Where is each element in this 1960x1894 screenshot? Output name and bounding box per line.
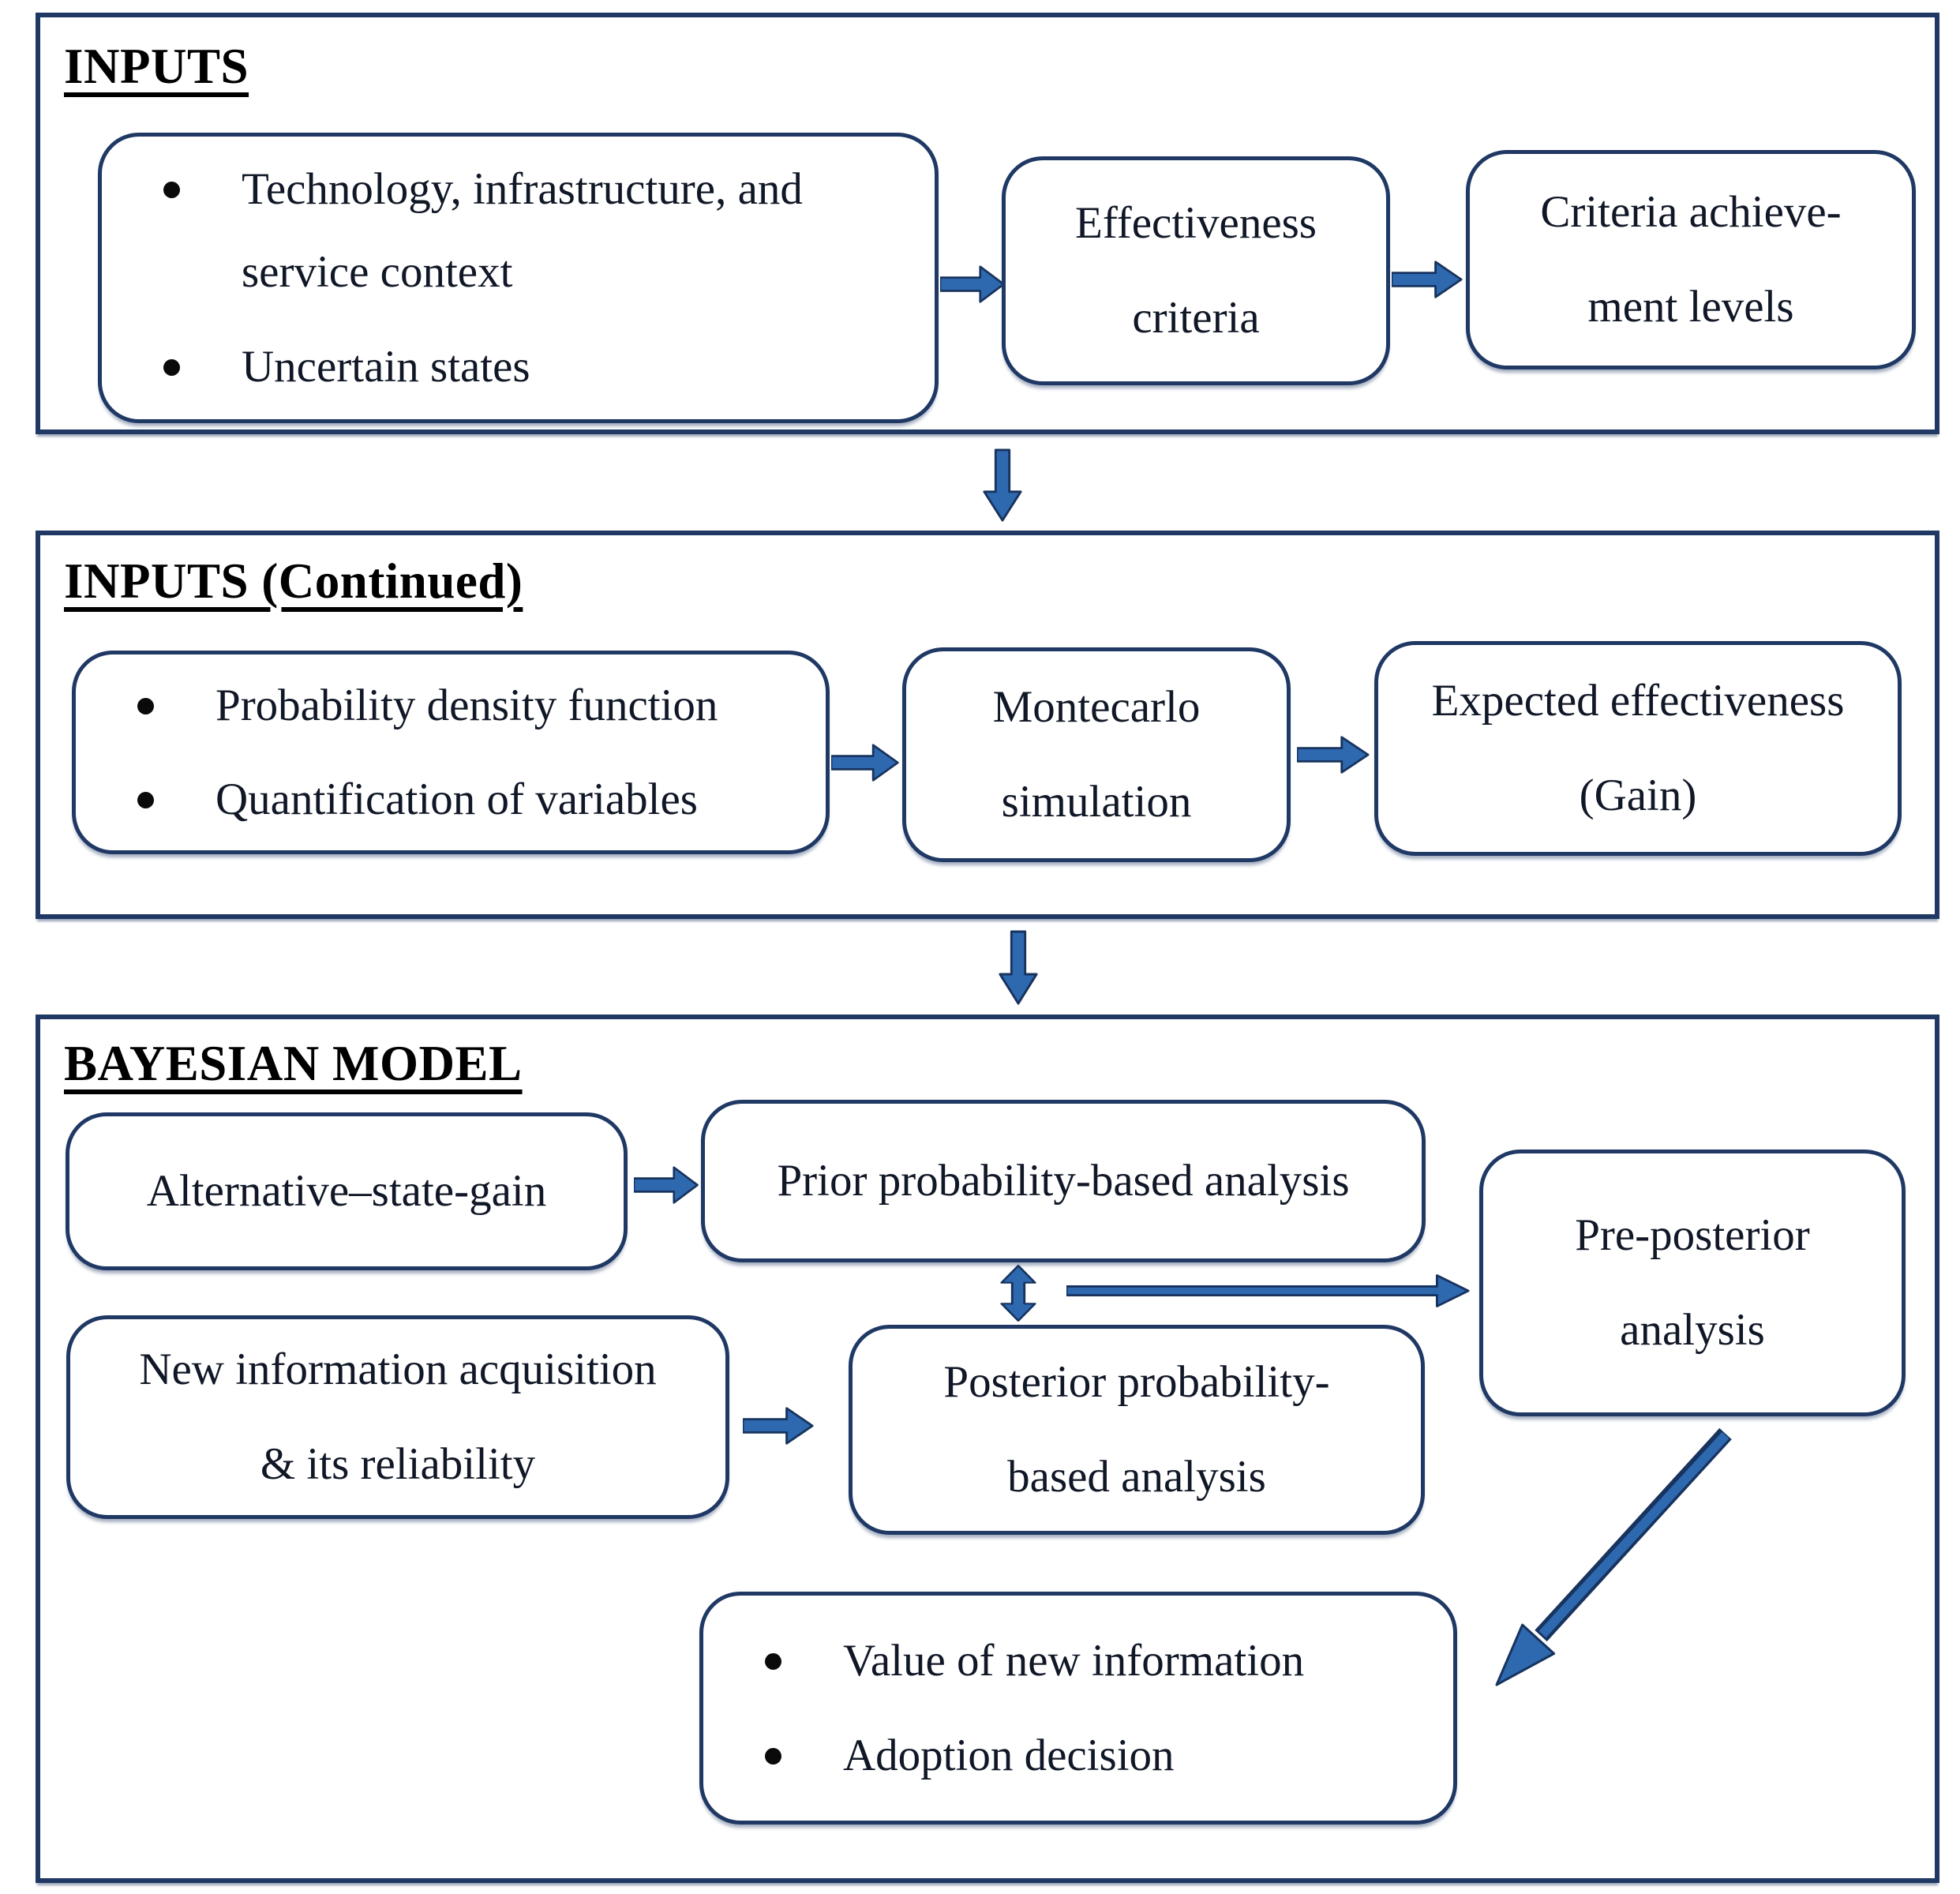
inputs-continued-bullet-list: Probability density function Quantificat… [76,664,826,842]
box-label: Pre-posterior analysis [1575,1210,1810,1355]
bullet-text: Technology, infrastructure, and service … [242,163,803,298]
bullet-item: Uncertain states [157,325,903,408]
arrow-right-icon [1392,259,1464,300]
box-label: Expected effectiveness (Gain) [1431,676,1845,820]
bullet-item: Adoption decision [759,1714,1422,1797]
value-and-adoption-bullet-box: Value of new information Adoption decisi… [699,1592,1457,1825]
bullet-dot-icon [137,792,154,808]
bullet-dot-icon [137,697,154,714]
bullet-text: Uncertain states [242,341,530,392]
bullet-dot-icon [163,181,180,198]
section-bayesian-model-title: BAYESIAN MODEL [64,1036,523,1091]
arrow-right-icon [940,264,1006,305]
bullet-dot-icon [163,358,180,376]
bullet-dot-icon [765,1653,781,1671]
bullet-text: Adoption decision [843,1730,1175,1780]
box-label: Criteria achieve- ment levels [1540,187,1842,332]
pre-posterior-analysis-box: Pre-posterior analysis [1479,1150,1906,1416]
box-label: Posterior probability- based analysis [943,1357,1330,1502]
expected-effectiveness-gain-box: Expected effectiveness (Gain) [1374,641,1902,856]
arrow-down-icon [981,448,1024,523]
arrow-double-vertical-icon [997,1264,1040,1322]
outcome-bullet-list: Value of new information Adoption decisi… [703,1619,1453,1797]
section-inputs-continued: INPUTS (Continued) Probability density f… [36,531,1939,919]
box-label: Effectiveness criteria [1075,198,1317,343]
arrow-right-icon [634,1165,700,1206]
montecarlo-simulation-box: Montecarlo simulation [902,647,1291,862]
section-inputs-continued-title: INPUTS (Continued) [64,553,523,609]
bullet-item: Probability density function [131,664,794,747]
arrow-right-icon [831,742,901,783]
alternative-state-gain-box: Alternative–state-gain [66,1112,628,1270]
arrow-diagonal-icon [1465,1418,1749,1702]
box-label: Alternative–state-gain [146,1166,547,1217]
arrow-right-long-icon [1066,1270,1473,1311]
bullet-text: Quantification of variables [215,774,698,824]
inputs-bullet-box: Technology, infrastructure, and service … [98,133,939,423]
section-inputs-title: INPUTS [64,39,249,94]
inputs-continued-bullet-box: Probability density function Quantificat… [72,651,830,854]
box-label: Prior probability-based analysis [777,1156,1350,1206]
bullet-text: Probability density function [215,680,718,730]
bullet-text: Value of new information [843,1636,1305,1686]
new-information-acquisition-box: New information acquisition & its reliab… [66,1315,729,1519]
arrow-right-icon [743,1405,815,1446]
prior-probability-analysis-box: Prior probability-based analysis [701,1100,1426,1262]
bullet-item: Quantification of variables [131,758,794,841]
arrow-down-icon [997,930,1040,1006]
inputs-bullet-list: Technology, infrastructure, and service … [102,148,935,408]
bullet-item: Value of new information [759,1619,1422,1702]
box-label: New information acquisition & its reliab… [139,1345,657,1489]
arrow-right-icon [1297,734,1371,775]
posterior-probability-analysis-box: Posterior probability- based analysis [849,1325,1425,1535]
section-inputs: INPUTS Technology, infrastructure, and s… [36,13,1939,434]
effectiveness-criteria-box: Effectiveness criteria [1002,156,1390,385]
bullet-item: Technology, infrastructure, and service … [157,148,903,314]
box-label: Montecarlo simulation [992,682,1201,827]
bullet-dot-icon [765,1747,781,1765]
section-bayesian-model: BAYESIAN MODEL Alternative–state-gain Pr… [36,1015,1939,1883]
criteria-achievement-levels-box: Criteria achieve- ment levels [1466,150,1916,369]
